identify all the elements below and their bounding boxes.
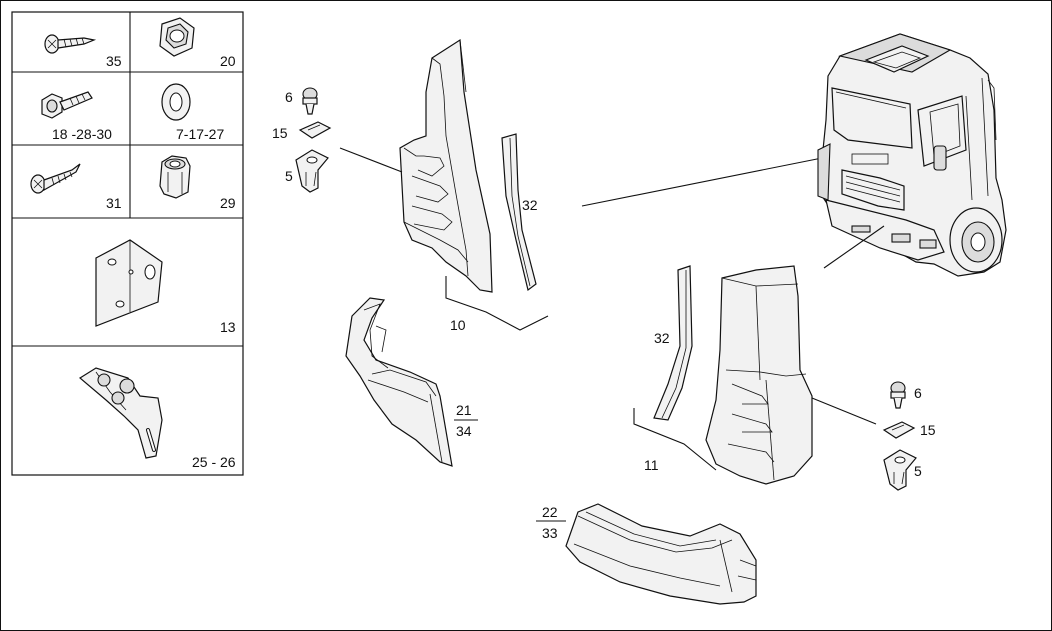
legend-label-31: 31 bbox=[106, 195, 122, 211]
step-panel-lower bbox=[565, 503, 757, 605]
legend-label-35: 35 bbox=[106, 53, 122, 69]
washer-icon bbox=[161, 83, 191, 121]
callout-11: 11 bbox=[644, 457, 659, 473]
callout-5-left: 5 bbox=[285, 168, 293, 184]
callout-32-right: 32 bbox=[654, 330, 670, 346]
clip-washer-icon bbox=[882, 421, 916, 439]
fastener-group-right: 6 15 5 bbox=[882, 381, 936, 491]
legend-label-7-17-27: 7-17-27 bbox=[176, 126, 224, 142]
callout-33: 33 bbox=[542, 525, 558, 541]
leader-line bbox=[811, 397, 877, 425]
step-panel-left bbox=[345, 297, 453, 467]
leader-line bbox=[581, 157, 823, 207]
callout-15-left: 15 bbox=[272, 125, 288, 141]
legend-label-29: 29 bbox=[220, 195, 236, 211]
corner-panel-left bbox=[399, 38, 493, 293]
callout-15-right: 15 bbox=[920, 422, 936, 438]
callout-5-right: 5 bbox=[914, 463, 922, 479]
speed-nut-icon bbox=[295, 149, 329, 193]
part-fraction-21-34: 21 34 bbox=[454, 402, 478, 439]
bracket-icon bbox=[78, 367, 163, 459]
callout-34: 34 bbox=[456, 423, 472, 439]
trim-strip-right bbox=[653, 265, 693, 421]
callout-32-left: 32 bbox=[522, 197, 538, 213]
cage-nut-icon bbox=[159, 155, 191, 199]
callout-22: 22 bbox=[542, 504, 558, 520]
fastener-group-left: 6 15 5 bbox=[272, 87, 332, 193]
speed-nut-icon bbox=[883, 449, 917, 491]
push-clip-icon bbox=[890, 381, 906, 409]
screw-icon bbox=[30, 163, 81, 194]
legend-label-13: 13 bbox=[220, 319, 236, 335]
leader-line bbox=[339, 147, 403, 173]
callout-6-right: 6 bbox=[914, 385, 922, 401]
clip-washer-icon bbox=[298, 121, 332, 139]
hex-nut-icon bbox=[159, 17, 195, 57]
legend-label-18-28-30: 18 -28-30 bbox=[52, 126, 112, 142]
legend-label-20: 20 bbox=[220, 53, 236, 69]
trim-strip-left bbox=[501, 133, 537, 292]
part-fraction-22-33: 22 33 bbox=[536, 504, 566, 541]
bolt-icon bbox=[41, 91, 93, 119]
leader-line bbox=[445, 276, 549, 331]
leader-line bbox=[633, 408, 717, 471]
truck-cab-illustration bbox=[817, 33, 1007, 277]
legend-label-25-26: 25 - 26 bbox=[192, 454, 236, 470]
corner-panel-right bbox=[705, 265, 813, 485]
plate-icon bbox=[95, 239, 163, 327]
callout-10: 10 bbox=[450, 317, 466, 333]
callout-6-left: 6 bbox=[285, 89, 293, 105]
push-clip-icon bbox=[302, 87, 318, 115]
callout-21: 21 bbox=[456, 402, 472, 418]
screw-icon bbox=[44, 34, 97, 54]
leader-line bbox=[823, 225, 885, 269]
legend-table: 35 20 18 -28-30 7-17-27 bbox=[11, 11, 244, 476]
